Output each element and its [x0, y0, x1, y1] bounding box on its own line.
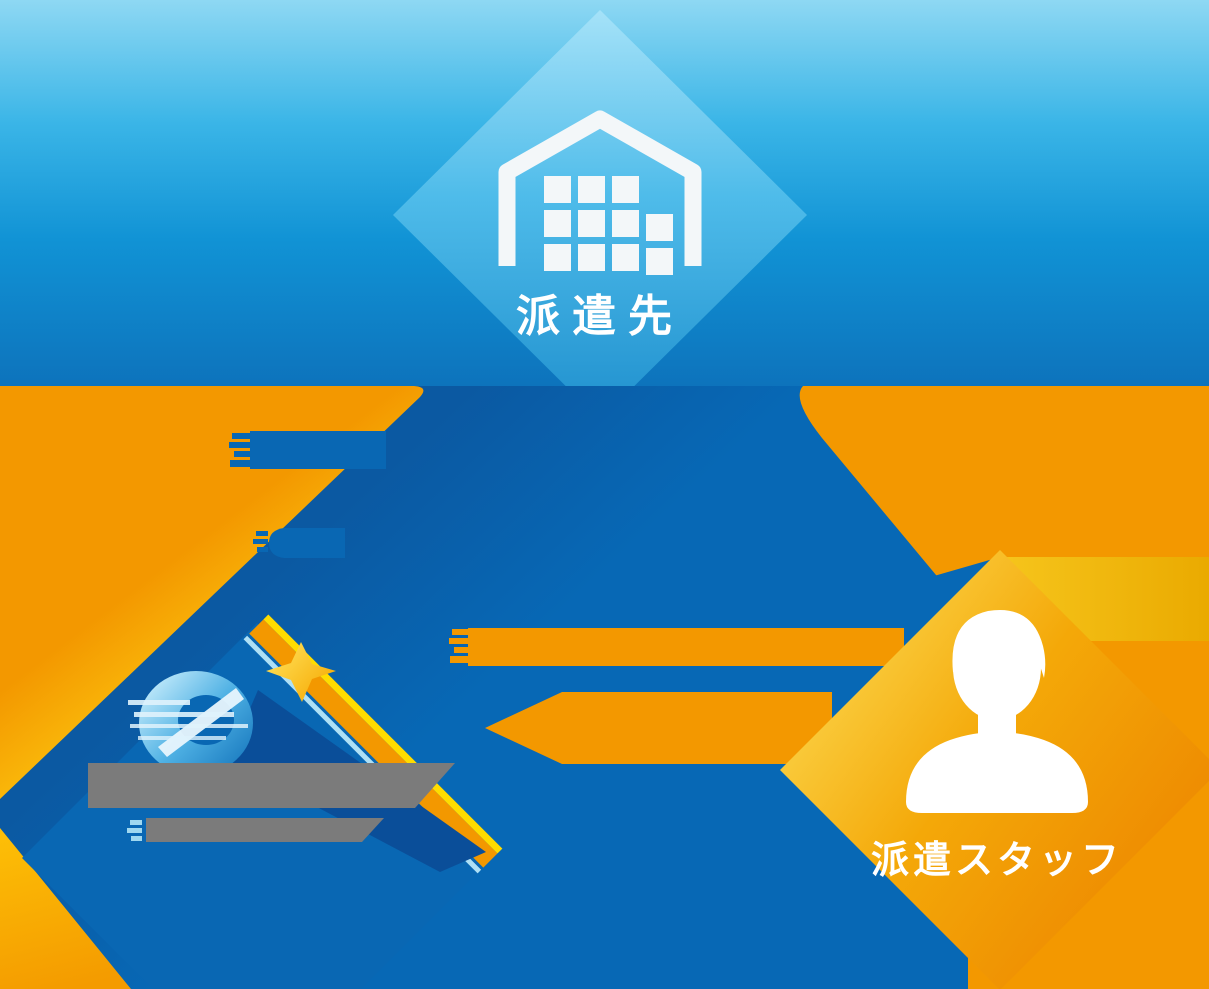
tagline-comb-marks	[127, 820, 142, 841]
person-icon	[906, 610, 1088, 813]
blue-notch	[934, 559, 993, 608]
warehouse-icon	[498, 110, 702, 275]
client-band: 派遣先	[0, 0, 1209, 386]
staff-label: 派遣スタッフ	[871, 840, 1123, 882]
company-name-bar-redacted	[88, 763, 455, 808]
company-tagline-bar-redacted	[146, 818, 384, 842]
left-label-bar-2	[253, 528, 345, 558]
connector-bars	[229, 431, 904, 764]
client-label: 派遣先	[516, 292, 684, 341]
center-label-bar	[449, 628, 904, 666]
company-logo-emblem	[128, 671, 253, 775]
staff-node: 派遣スタッフ	[780, 550, 1209, 989]
left-orange-block	[0, 386, 424, 799]
logo-star-icon	[266, 642, 336, 702]
left-label-bar-1	[229, 431, 386, 469]
center-left-arrow	[485, 692, 832, 764]
agency-node	[22, 614, 503, 989]
